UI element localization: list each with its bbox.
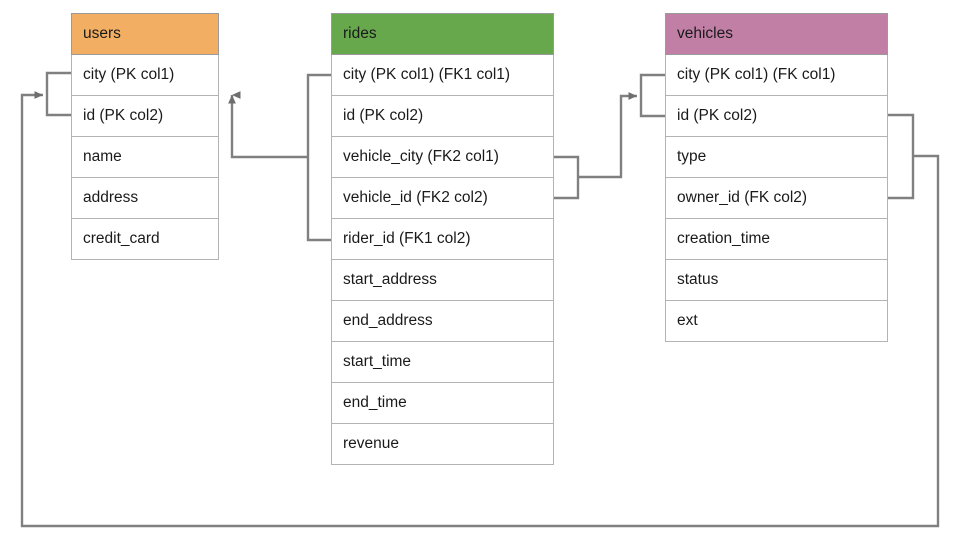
table-rides-column-rider-id: rider_id (FK1 col2) <box>331 219 554 260</box>
table-rides-title: rides <box>343 25 377 42</box>
table-vehicles-column-id: id (PK col2) <box>665 96 888 137</box>
table-users-column-name: name <box>71 137 219 178</box>
table-rides-column-end-address: end_address <box>331 301 554 342</box>
table-rides-column-city: city (PK col1) (FK1 col1) <box>331 55 554 96</box>
edge-bracket-rides-left <box>306 73 331 242</box>
edge-bracket-vehicles-left <box>639 73 665 118</box>
table-rides-column-revenue: revenue <box>331 424 554 465</box>
edge-bracket-users-left <box>45 71 71 117</box>
table-rides-column-vehicle-city: vehicle_city (FK2 col1) <box>331 137 554 178</box>
table-rides-column-start-time: start_time <box>331 342 554 383</box>
table-rides[interactable]: rides city (PK col1) (FK1 col1) id (PK c… <box>331 13 554 465</box>
table-users-header: users <box>71 13 219 55</box>
table-rides-column-start-address: start_address <box>331 260 554 301</box>
table-vehicles[interactable]: vehicles city (PK col1) (FK col1) id (PK… <box>665 13 888 342</box>
table-rides-column-vehicle-id: vehicle_id (FK2 col2) <box>331 178 554 219</box>
table-vehicles-column-creation-time: creation_time <box>665 219 888 260</box>
table-vehicles-column-status: status <box>665 260 888 301</box>
table-vehicles-header: vehicles <box>665 13 888 55</box>
table-rides-header: rides <box>331 13 554 55</box>
table-vehicles-column-owner-id: owner_id (FK col2) <box>665 178 888 219</box>
edge-rides-vehicle-to-vehicles <box>578 92 637 179</box>
table-users-title: users <box>83 25 121 42</box>
table-users[interactable]: users city (PK col1) id (PK col2) name a… <box>71 13 219 260</box>
table-rides-column-end-time: end_time <box>331 383 554 424</box>
table-vehicles-column-city: city (PK col1) (FK col1) <box>665 55 888 96</box>
table-vehicles-title: vehicles <box>677 25 733 42</box>
edge-bracket-rides-right <box>554 155 580 200</box>
table-vehicles-column-ext: ext <box>665 301 888 342</box>
edge-bracket-vehicles-right <box>888 113 915 200</box>
table-users-column-address: address <box>71 178 219 219</box>
table-users-column-credit-card: credit_card <box>71 219 219 260</box>
table-rides-column-id: id (PK col2) <box>331 96 554 137</box>
table-users-column-id: id (PK col2) <box>71 96 219 137</box>
edge-rides-rider-to-users <box>228 95 308 159</box>
table-users-column-city: city (PK col1) <box>71 55 219 96</box>
table-vehicles-column-type: type <box>665 137 888 178</box>
